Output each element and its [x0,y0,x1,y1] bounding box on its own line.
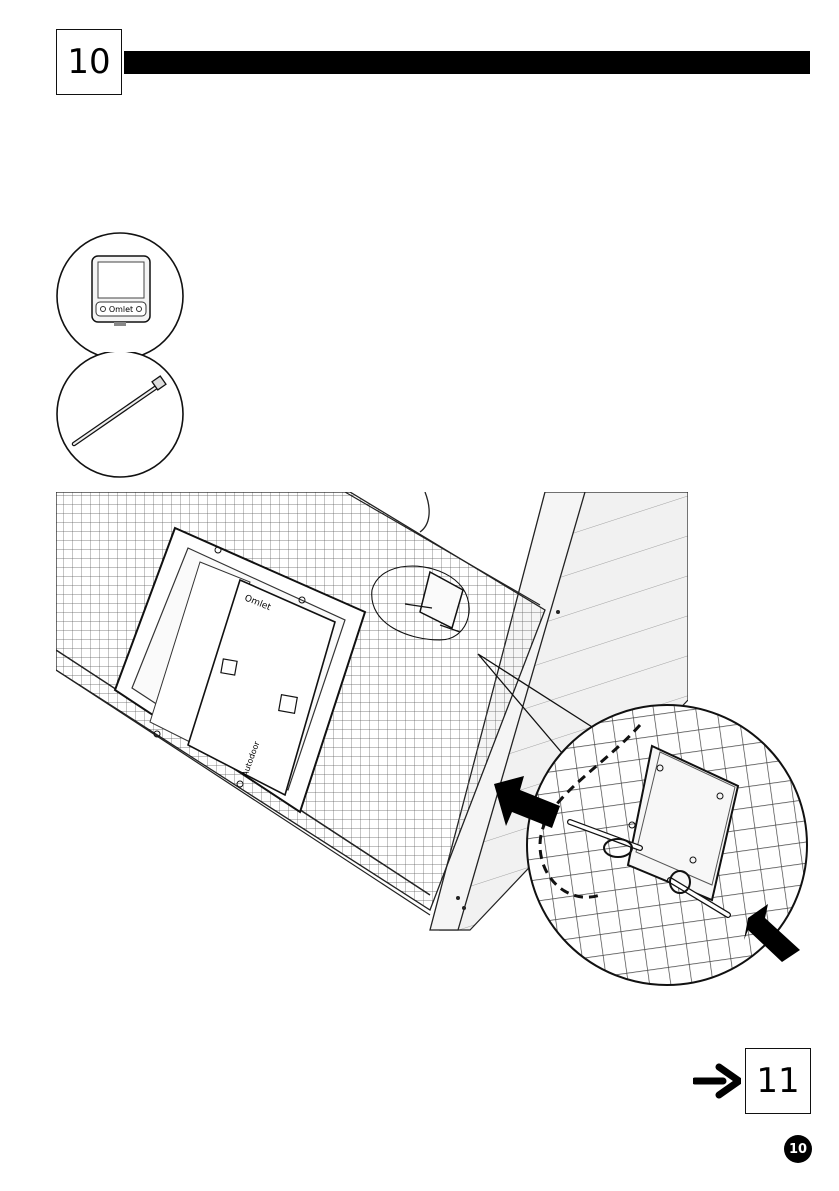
page-number-badge: 10 [784,1135,812,1163]
next-step-number: 11 [756,1061,799,1101]
page-number: 10 [789,1142,807,1157]
next-step-box: 11 [745,1048,811,1114]
arrow-right-icon [693,1063,741,1099]
next-step-indicator: 11 [693,1047,811,1115]
